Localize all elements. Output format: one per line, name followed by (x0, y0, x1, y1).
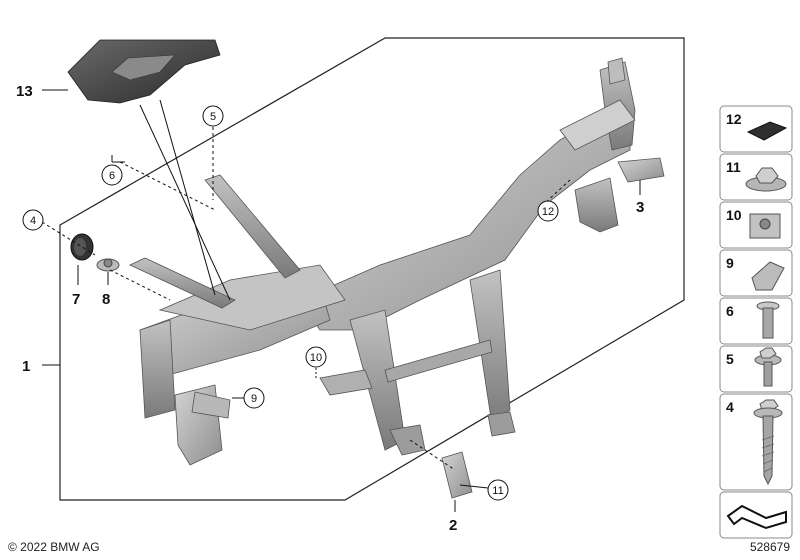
svg-text:5: 5 (726, 351, 734, 367)
cross-car-beam (129, 57, 665, 499)
svg-text:9: 9 (726, 255, 734, 271)
svg-text:11: 11 (726, 159, 741, 175)
panel-tile-11: 11 (719, 153, 793, 201)
svg-text:9: 9 (251, 393, 257, 405)
svg-text:11: 11 (492, 485, 503, 497)
bracket-arrow-icon (726, 504, 787, 530)
callout-13: 13 (16, 83, 33, 100)
diagram-id: 528679 (749, 540, 790, 554)
panel-tile-12: 12 (719, 105, 793, 153)
nut-8 (96, 258, 120, 272)
panel-tile-10: 10 (719, 201, 793, 249)
callout-11-circle: 11 (487, 479, 509, 501)
pad-13 (67, 39, 221, 104)
svg-text:4: 4 (30, 215, 36, 227)
callout-10-circle: 10 (305, 346, 327, 368)
svg-text:12: 12 (542, 206, 554, 218)
svg-text:10: 10 (726, 207, 742, 223)
callout-3: 3 (636, 199, 644, 216)
bump-stop-7 (70, 233, 94, 261)
callout-1: 1 (22, 358, 30, 375)
svg-text:6: 6 (726, 303, 734, 319)
callout-6-circle: 6 (101, 164, 123, 186)
panel-tile-5: 5 (719, 345, 793, 393)
panel-tile-4: 4 (719, 393, 793, 491)
callout-9-circle: 9 (243, 387, 265, 409)
svg-text:6: 6 (109, 170, 115, 182)
parts-panel: 12 11 10 9 6 (719, 105, 793, 539)
callout-8: 8 (102, 291, 110, 308)
svg-text:12: 12 (726, 111, 742, 127)
svg-text:4: 4 (726, 399, 734, 415)
callout-4-circle: 4 (22, 209, 44, 231)
svg-text:10: 10 (310, 352, 322, 364)
leader-lines (41, 89, 641, 512)
panel-tile-6: 6 (719, 297, 793, 345)
callout-5-circle: 5 (202, 105, 224, 127)
svg-text:5: 5 (210, 111, 216, 123)
copyright-text: © 2022 BMW AG (8, 540, 100, 554)
panel-tile-9: 9 (719, 249, 793, 297)
panel-tile-arrow (719, 491, 793, 539)
callout-7: 7 (72, 291, 80, 308)
callout-2: 2 (449, 517, 457, 534)
callout-12-circle: 12 (537, 200, 559, 222)
assembly-frame (59, 37, 685, 501)
